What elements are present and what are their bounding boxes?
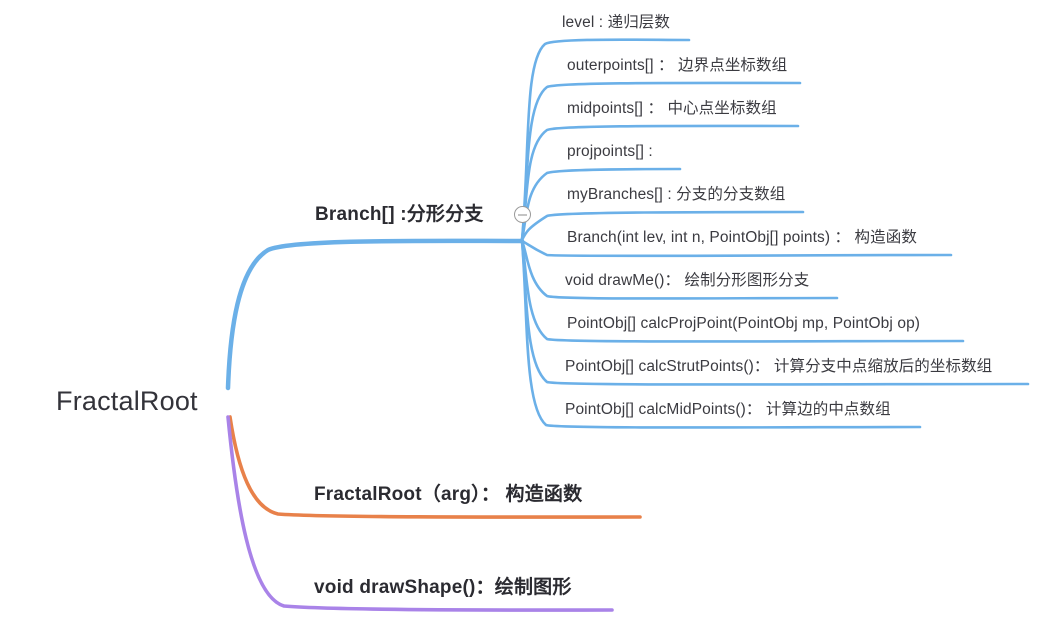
leaf-node-calcstrutpoints[interactable]: PointObj[] calcStrutPoints()： 计算分支中点缩放后的… <box>565 358 993 375</box>
leaf-node-calcprojpoint[interactable]: PointObj[] calcProjPoint(PointObj mp, Po… <box>567 315 921 332</box>
leaf-node-branch-constructor[interactable]: Branch(int lev, int n, PointObj[] points… <box>567 229 917 246</box>
branch-node-drawshape[interactable]: void drawShape()：绘制图形 <box>314 577 572 598</box>
root-node-label[interactable]: FractalRoot <box>56 386 198 416</box>
leaf-node-projpoints[interactable]: projpoints[] : <box>567 143 653 160</box>
leaf-node-calcmidpoints[interactable]: PointObj[] calcMidPoints()： 计算边的中点数组 <box>565 401 891 418</box>
leaf-node-drawme[interactable]: void drawMe()： 绘制分形图形分支 <box>565 272 810 289</box>
leaf-node-midpoints[interactable]: midpoints[] ： 中心点坐标数组 <box>567 100 777 117</box>
connector-leaf-9 <box>520 239 922 429</box>
connector-root-to-branch-array <box>225 238 525 391</box>
leaf-node-level[interactable]: level : 递归层数 <box>562 14 670 31</box>
branch-node-branch-array[interactable]: Branch[] :分形分支 <box>315 204 484 225</box>
leaf-node-mybranches[interactable]: myBranches[] : 分支的分支数组 <box>567 186 786 203</box>
connector-leaf-6 <box>520 239 839 300</box>
connector-leaf-2 <box>520 124 800 242</box>
minus-circle-icon[interactable] <box>514 206 531 223</box>
branch-node-fractalroot-constructor[interactable]: FractalRoot（arg）： 构造函数 <box>314 484 583 505</box>
leaf-node-outerpoints[interactable]: outerpoints[] ： 边界点坐标数组 <box>567 57 788 74</box>
